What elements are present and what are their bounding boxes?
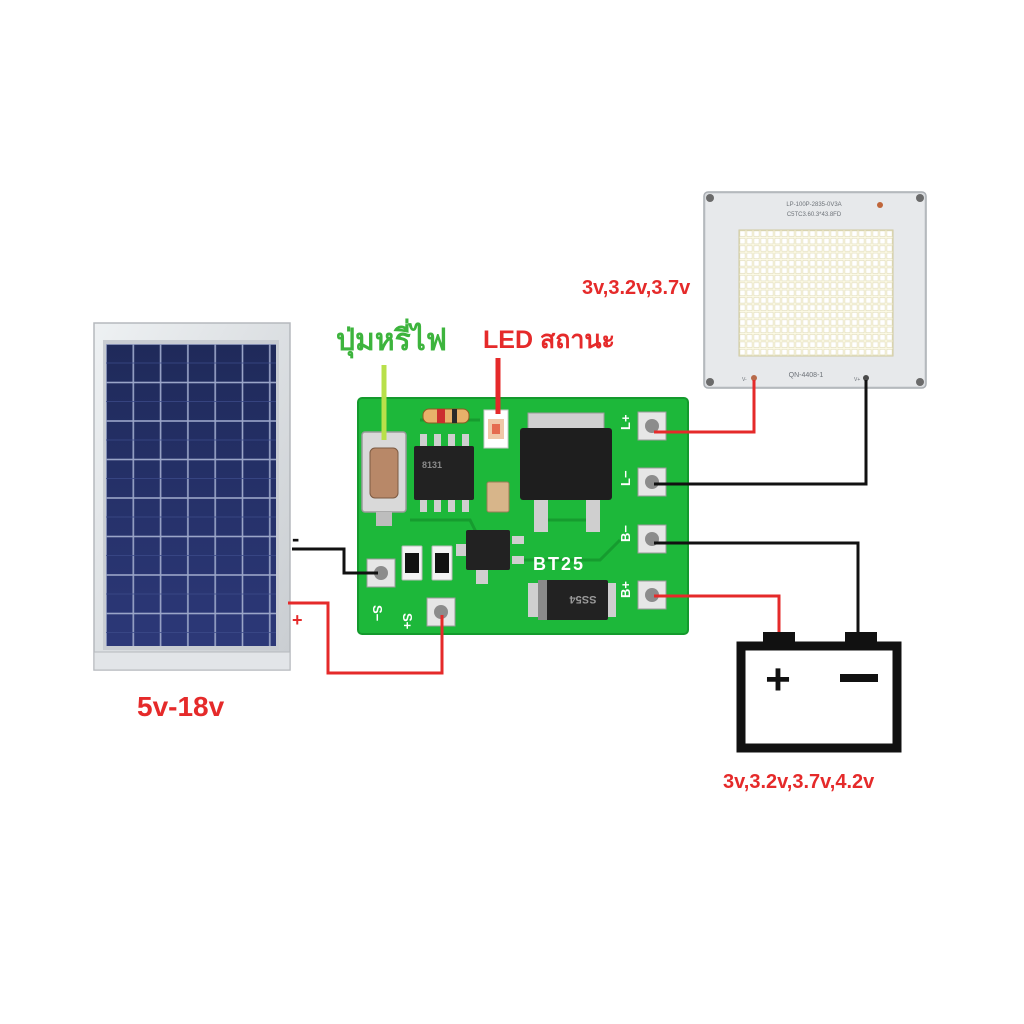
led-panel-pad-left: V- (742, 377, 747, 383)
mosfet (520, 412, 612, 532)
led-panel: LP-100P-2835-0V3A C5TC3.60.3*43.8FD QN-4… (703, 191, 927, 389)
pad-label-s-plus: S+ (400, 613, 415, 630)
label-battery-voltage: 3v,3.2v,3.7v,4.2v (723, 771, 875, 793)
pad-label-b-plus: B+ (618, 581, 633, 598)
label-led-voltage: 3v,3.2v,3.7v (582, 277, 691, 299)
label-solar-minus: - (292, 526, 299, 551)
schottky-diode: SS54 (528, 580, 616, 620)
diode-marking: SS54 (569, 593, 597, 605)
pads-right (637, 411, 667, 610)
pad-label-s-minus: S− (370, 605, 385, 622)
ic-marking: 8131 (422, 460, 442, 470)
label-status-led: LED สถานะ (483, 326, 615, 354)
led-panel-marking-top: LP-100P-2835-0V3A (786, 202, 841, 208)
battery: + (736, 632, 902, 753)
pad-label-l-plus: L+ (618, 414, 633, 430)
controller-ic: 8131 (414, 434, 474, 512)
battery-minus-symbol (840, 674, 878, 682)
label-solar-plus: + (292, 610, 303, 630)
status-led (483, 409, 509, 449)
pad-label-b-minus: B− (618, 525, 633, 542)
capacitor (486, 481, 510, 513)
regulator (456, 530, 524, 584)
led-panel-marking-bottom: QN-4408-1 (789, 372, 824, 379)
led-panel-pad-right: V+ (854, 377, 860, 383)
dimmer-push-button (361, 431, 407, 526)
smd-resistors (401, 545, 453, 581)
solar-panel (93, 322, 291, 671)
wires (288, 380, 868, 675)
led-panel-marking-mid: C5TC3.60.3*43.8FD (787, 212, 842, 218)
pcb-board: 8131 BT25 (357, 397, 689, 635)
glass-diode (422, 408, 470, 424)
board-name: BT25 (533, 554, 585, 574)
pad-label-l-minus: L− (618, 470, 633, 486)
label-solar-voltage: 5v-18v (137, 691, 225, 722)
battery-plus-symbol: + (765, 655, 791, 704)
label-dimmer-button: ปุ่มหรี่ไฟ (336, 318, 447, 359)
